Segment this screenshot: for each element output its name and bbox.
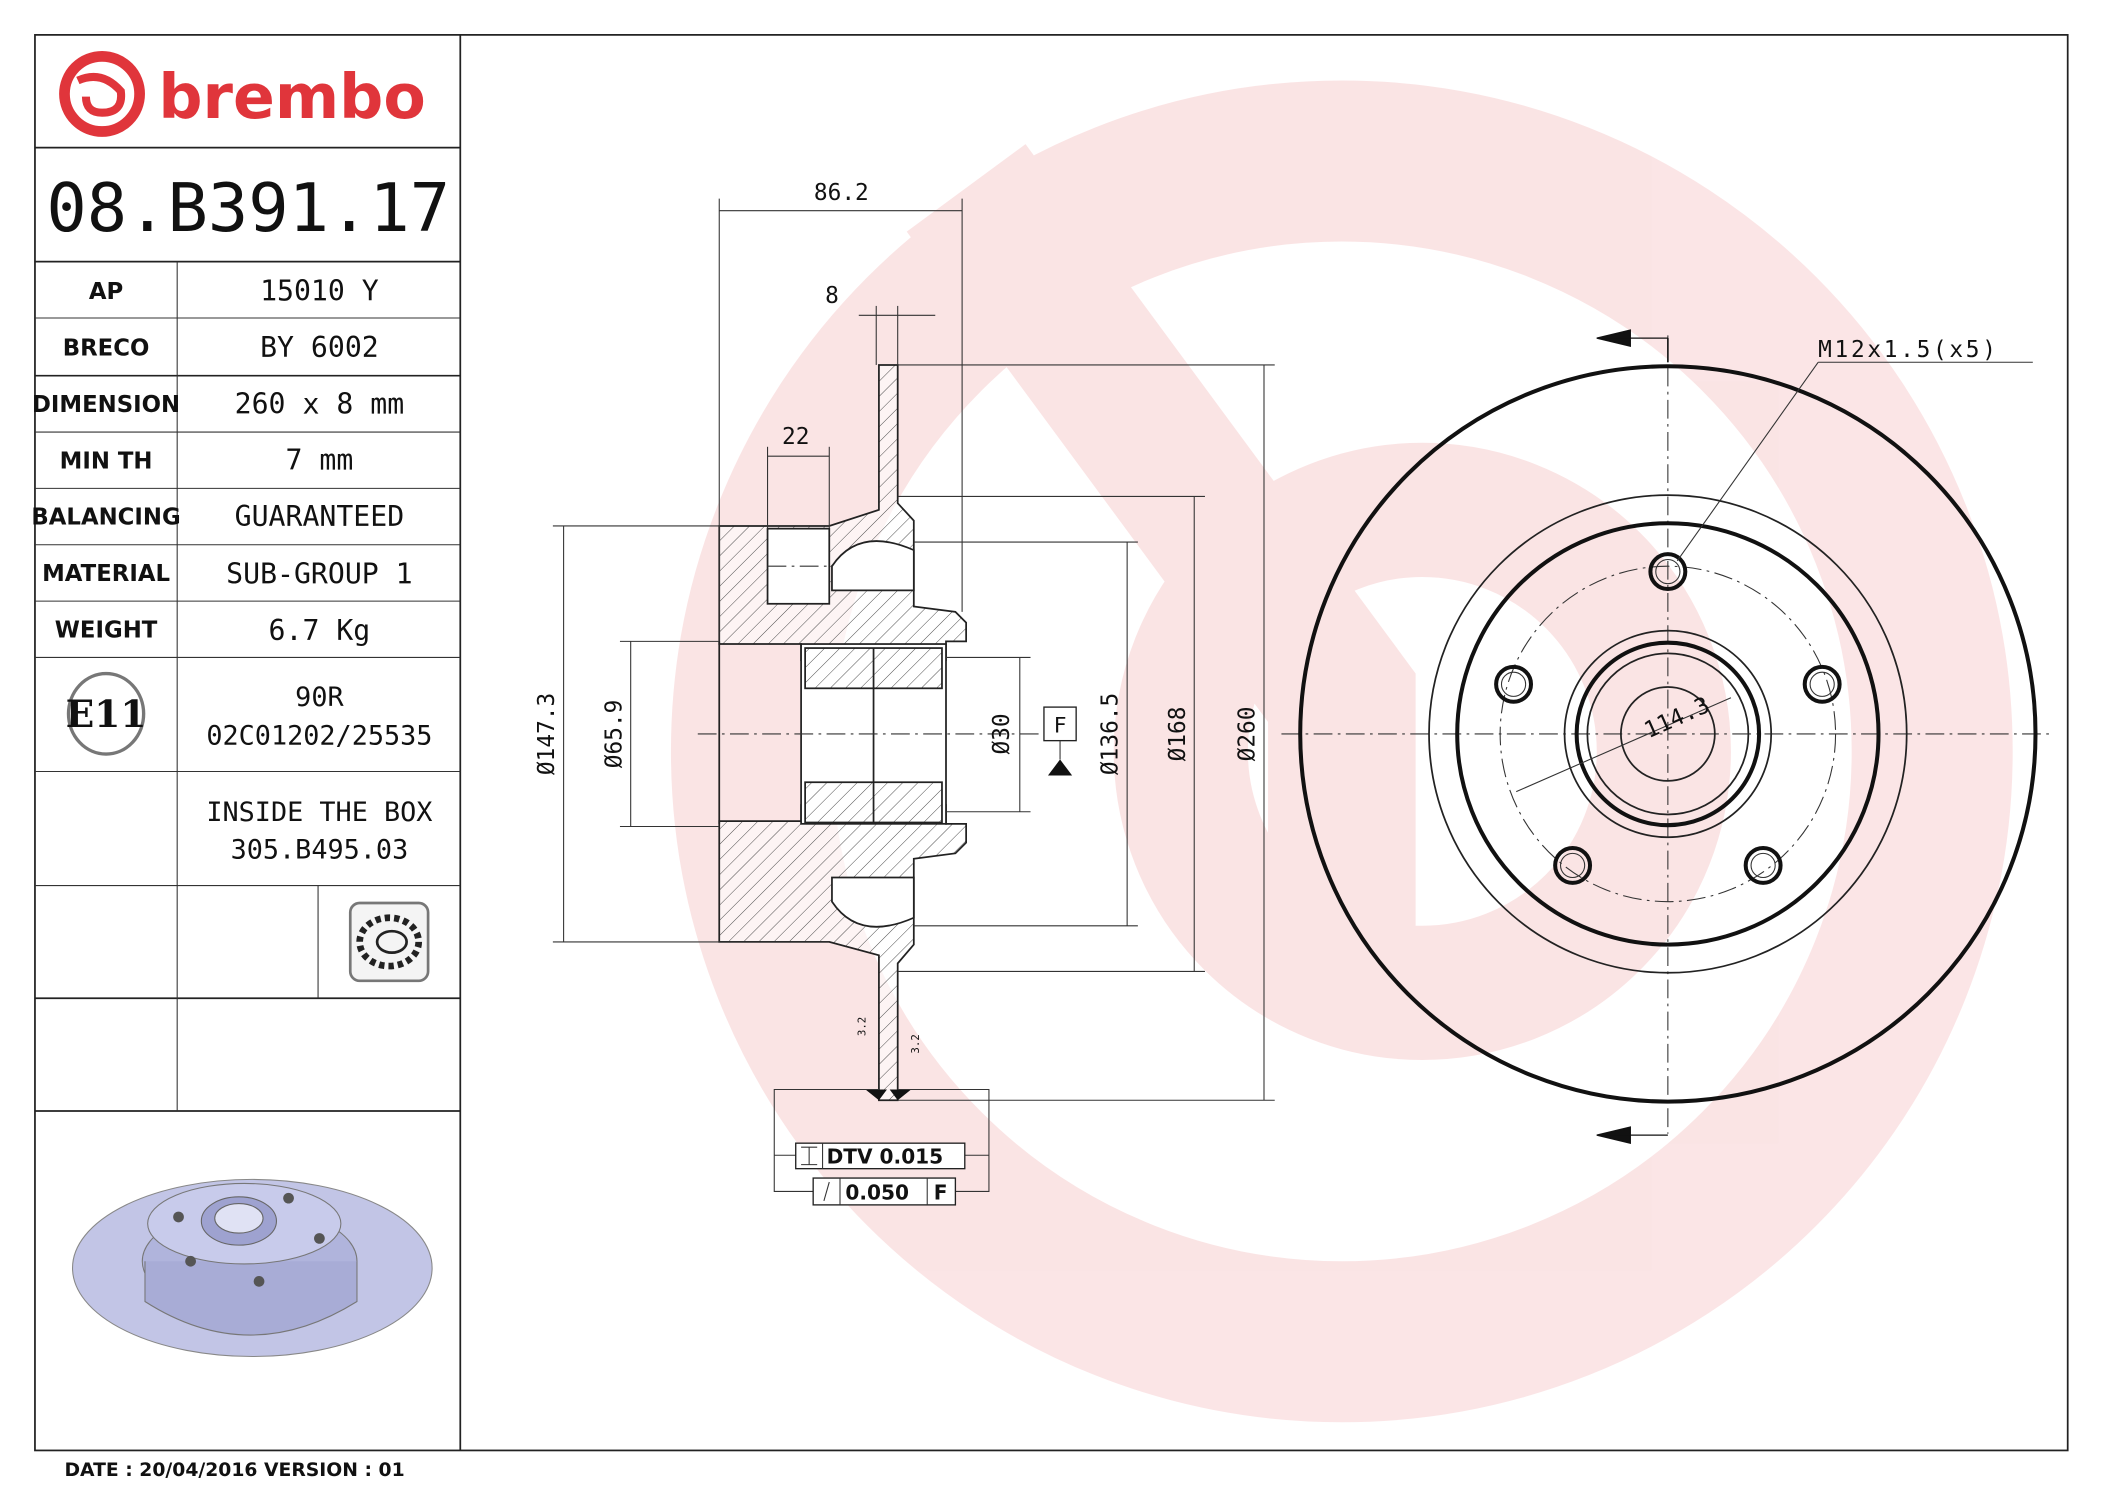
spec-label: MIN TH <box>60 448 153 474</box>
roughness-a: 3.2 <box>855 1017 868 1036</box>
approval-line1: 90R <box>295 682 344 713</box>
dim-width: 86.2 <box>814 180 869 206</box>
section-arrow-bottom-icon <box>1596 1126 1668 1145</box>
dim-d147: Ø147.3 <box>534 693 560 775</box>
inside-box-line2: 305.B495.03 <box>231 835 409 866</box>
spec-value: GUARANTEED <box>235 500 405 533</box>
tolerance-frames <box>773 1088 990 1206</box>
dim-offset: 22 <box>782 424 809 450</box>
spec-label: BRECO <box>63 336 150 362</box>
section-view <box>697 364 1047 1102</box>
svg-text:E11: E11 <box>66 692 147 736</box>
bearing-icon <box>348 901 430 983</box>
spec-value: 7 mm <box>285 444 353 477</box>
section-arrow-top-icon <box>1596 329 1668 348</box>
front-view <box>1281 329 2053 1145</box>
spec-value: 260 x 8 mm <box>235 387 405 420</box>
dim-d260: Ø260 <box>1235 706 1261 761</box>
bolt-holes <box>1494 552 1842 885</box>
part-number: 08.B391.17 <box>46 169 450 247</box>
spec-value: 6.7 Kg <box>269 614 371 647</box>
thread-spec: M12x1.5(x5) <box>1818 337 1999 363</box>
title-block <box>34 34 462 1451</box>
runout-tolerance: 0.050 <box>845 1181 909 1205</box>
spec-value: BY 6002 <box>260 331 379 364</box>
brembo-logo: brembo <box>59 50 426 137</box>
datum-label: F <box>1054 714 1067 739</box>
dim-d136: Ø136.5 <box>1098 693 1124 775</box>
footer-date-version: DATE : 20/04/2016 VERSION : 01 <box>64 1460 404 1481</box>
spec-value: SUB-GROUP 1 <box>226 558 412 591</box>
approval-line2: 02C01202/25535 <box>206 721 432 752</box>
dim-d65: Ø65.9 <box>601 700 627 769</box>
approval-mark: E11 <box>66 671 147 756</box>
dimension-lines <box>552 198 1275 1101</box>
spec-label: AP <box>89 279 123 305</box>
dtv-tolerance: DTV 0.015 <box>827 1144 944 1168</box>
inside-box-line1: INSIDE THE BOX <box>206 797 432 828</box>
spec-label: MATERIAL <box>42 561 170 587</box>
spec-table: AP 15010 Y BRECO BY 6002 DIMENSION 260 x… <box>31 275 412 647</box>
dim-d168: Ø168 <box>1165 706 1191 761</box>
roughness-b: 3.2 <box>909 1034 922 1053</box>
brembo-watermark <box>670 80 2013 1423</box>
dim-thickness: 8 <box>825 283 839 309</box>
spec-label: DIMENSION <box>32 392 180 418</box>
spec-label: BALANCING <box>31 505 180 531</box>
dim-d30: Ø30 <box>989 713 1015 754</box>
spec-value: 15010 Y <box>260 275 379 308</box>
drawing-frame <box>34 34 2069 1452</box>
spec-label: WEIGHT <box>55 617 158 643</box>
runout-datum: F <box>934 1181 948 1205</box>
disc-3d-render <box>71 1178 433 1358</box>
brand-name: brembo <box>158 61 425 133</box>
